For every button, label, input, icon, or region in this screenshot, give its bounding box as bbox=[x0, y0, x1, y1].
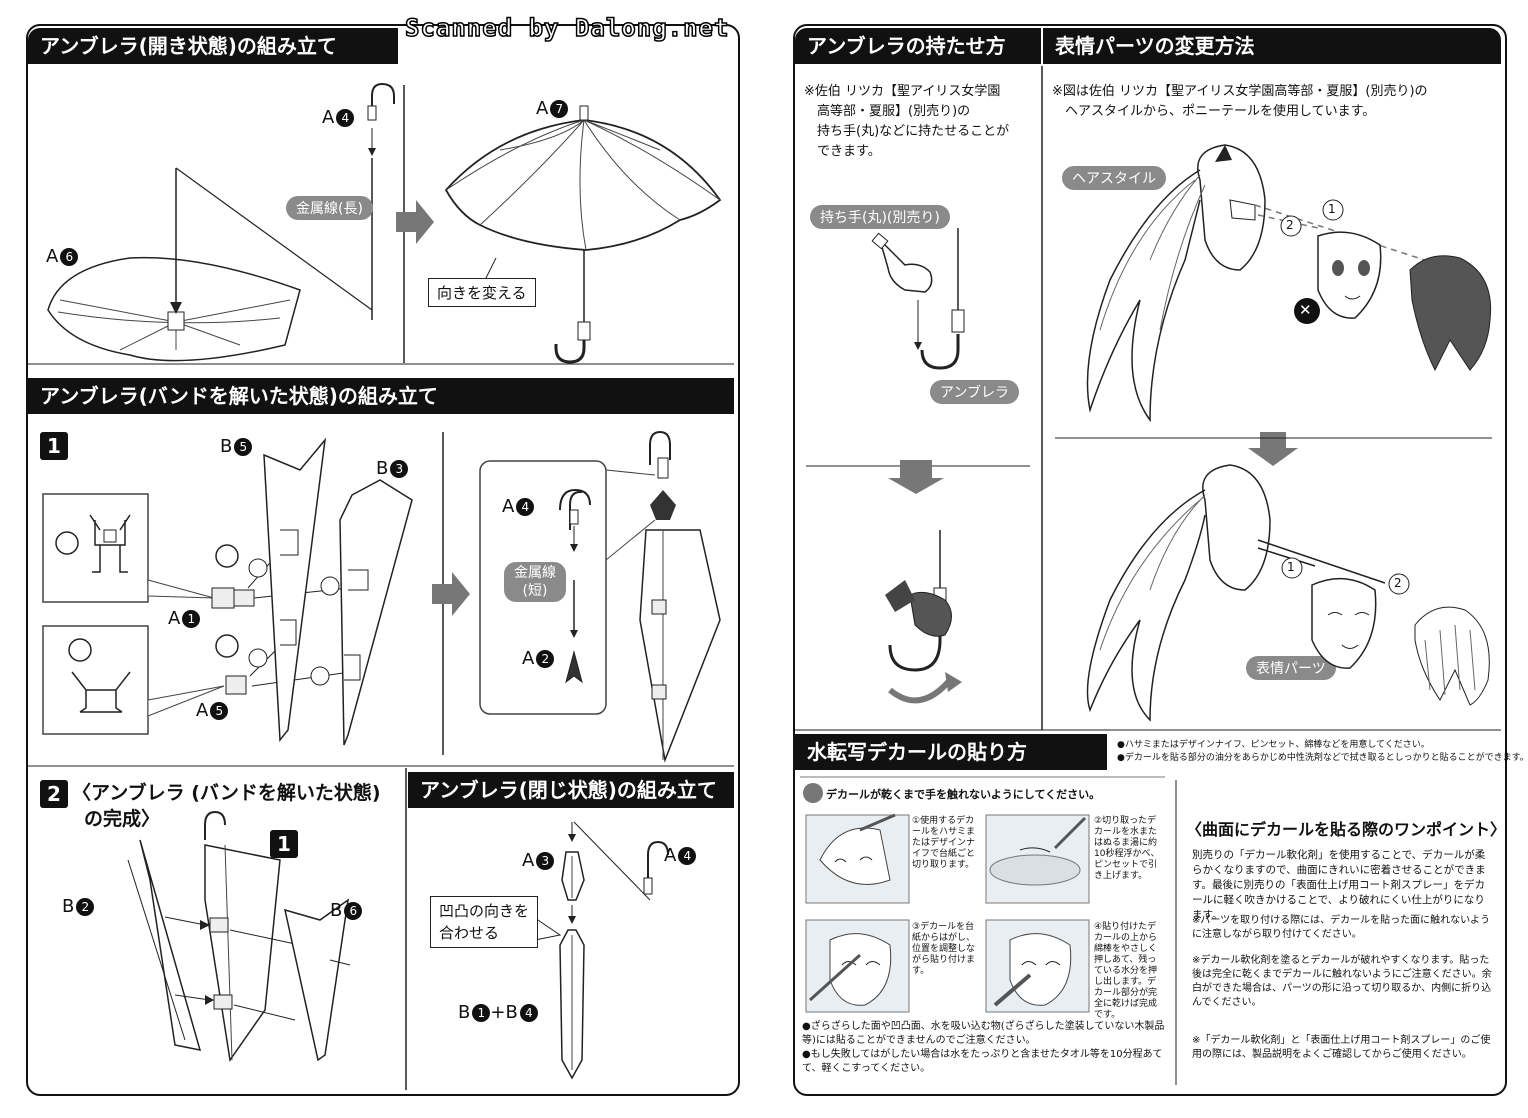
part-a3-number: 3 bbox=[536, 852, 555, 870]
header-umbrella-closed: アンブレラ(閉じ状態)の組み立て bbox=[408, 772, 734, 808]
part-b3-number: 3 bbox=[390, 460, 409, 478]
part-b2-letter: B bbox=[62, 896, 75, 917]
decal-footnote-2: ●もし失敗してはがしたい場合は水をたっぷりと含ませたタオル等を10分程あてて、軽… bbox=[802, 1049, 1163, 1074]
decal-tip-note-1: ※パーツを取り付ける際には、デカールを貼った面に触れないように注意しながら取り付… bbox=[1192, 915, 1490, 940]
decal-tip-title: 〈曲面にデカールを貼る際のワンポイント〉 bbox=[1186, 820, 1507, 839]
header-decal: 水転写デカールの貼り方 bbox=[795, 734, 1107, 770]
part-a6-letter: A bbox=[46, 246, 59, 267]
part-b6-number: 6 bbox=[344, 902, 363, 920]
header-umbrella-band: アンブレラ(バンドを解いた状態)の組み立て bbox=[28, 378, 734, 414]
expression-parts-label: 表情パーツ bbox=[1246, 656, 1336, 680]
complete-title-line2: の完成〉 bbox=[84, 808, 161, 830]
step-2-marker-bottom: 2 bbox=[1394, 576, 1402, 590]
decal-bullet-1: ●ハサミまたはデザインナイフ、ピンセット、綿棒などを用意してください。 bbox=[1117, 740, 1430, 750]
part-a4-box-number: 4 bbox=[516, 498, 535, 516]
part-a4-closed-number: 4 bbox=[678, 847, 697, 865]
decal-step-3: ③デカールを台紙からはがし、位置を調整しながら貼り付けます。 bbox=[912, 922, 976, 976]
part-a7-letter: A bbox=[536, 98, 549, 119]
part-a2-number: 2 bbox=[536, 650, 555, 668]
header-hold-umbrella: アンブレラの持たせ方 bbox=[795, 28, 1041, 64]
direction-note: 向きを変える bbox=[428, 278, 536, 307]
face-note: ※図は佐伯 リツカ【聖アイリス女学園高等部・夏服】(別売り)の ヘアスタイルから… bbox=[1052, 84, 1428, 119]
part-a1-number: 1 bbox=[182, 610, 201, 628]
combo-b-letter: B bbox=[458, 1002, 471, 1023]
complete-title-line1: 〈アンブレラ (バンドを解いた状態) bbox=[72, 782, 381, 804]
step-2-badge: 2 bbox=[40, 780, 68, 808]
part-a4-letter: A bbox=[322, 107, 335, 128]
part-a5-letter: A bbox=[196, 700, 209, 721]
wire-long-label: 金属線(長) bbox=[286, 196, 373, 220]
step-1-marker-bottom: 1 bbox=[1287, 560, 1295, 574]
part-a3-letter: A bbox=[522, 850, 535, 871]
decal-tip-note-2: ※デカール軟化剤を塗るとデカールが破れやすくなります。貼った後は完全に乾くまでデ… bbox=[1192, 955, 1492, 1008]
ref-step-1-badge: 1 bbox=[270, 830, 298, 858]
watermark: Scanned by Dalong.net bbox=[404, 13, 730, 43]
part-a6-number: 6 bbox=[60, 248, 79, 266]
hair-style-label: ヘアスタイル bbox=[1062, 166, 1166, 190]
part-a4-number: 4 bbox=[336, 109, 355, 127]
step-1-badge: 1 bbox=[40, 432, 68, 460]
part-a2-letter: A bbox=[522, 648, 535, 669]
part-b2-number: 2 bbox=[76, 898, 95, 916]
combo-plus: + bbox=[490, 1002, 506, 1023]
decal-warning: デカールが乾くまで手を触れないようにしてください。 bbox=[826, 788, 1101, 801]
decal-bullet-2: ●デカールを貼る部分の油分をあらかじめ中性洗剤などで拭き取るとしっかりと貼ること… bbox=[1117, 753, 1528, 763]
decal-step-2: ②切り取ったデカールを水またはぬるま湯に約10秒程浮かべ、ピンセットで引き上げま… bbox=[1094, 816, 1160, 881]
header-face-change: 表情パーツの変更方法 bbox=[1043, 28, 1501, 64]
wire-short-label: 金属線 (短) bbox=[504, 562, 566, 602]
part-a5-number: 5 bbox=[210, 702, 229, 720]
part-a4-closed-letter: A bbox=[664, 845, 677, 866]
decal-step-1: ①使用するデカールをハサミまたはデザインナイフで台紙ごと切り取ります。 bbox=[912, 816, 976, 870]
combo-number-4: 4 bbox=[519, 1004, 538, 1022]
decal-footnote-1: ●ざらざらした面や凹凸面、水を吸い込む物(ざらざらした塗装していない木製品等)に… bbox=[802, 1021, 1165, 1046]
part-b6-letter: B bbox=[330, 900, 343, 921]
x-icon: ✕ bbox=[1299, 301, 1312, 319]
umbrella-label: アンブレラ bbox=[930, 380, 1020, 404]
right-page-frame bbox=[793, 24, 1507, 1096]
hold-note: ※佐伯 リツカ【聖アイリス女学園 高等部・夏服】(別売り)の 持ち手(丸)などに… bbox=[804, 84, 1010, 159]
decal-step-4: ④貼り付けたデカールの上から綿棒をやさしく押しあて、残っている水分を押し出します… bbox=[1094, 922, 1158, 1020]
part-a4-box-letter: A bbox=[502, 496, 515, 517]
decal-tip-note-3: ※「デカール軟化剤」と「表面仕上げ用コート剤スプレー」のご使用の際には、製品説明… bbox=[1192, 1035, 1491, 1060]
combo-b2-letter: B bbox=[505, 1002, 518, 1023]
part-b3-letter: B bbox=[376, 458, 389, 479]
part-a7-number: 7 bbox=[550, 100, 569, 118]
decal-tip-body: 別売りの「デカール軟化剤」を使用することで、デカールが柔らかくなりますので、曲面… bbox=[1192, 849, 1486, 921]
step-1-marker-top: 1 bbox=[1328, 202, 1336, 216]
hand-label: 持ち手(丸)(別売り) bbox=[810, 205, 950, 229]
part-b5-letter: B bbox=[220, 436, 233, 457]
part-a1-letter: A bbox=[168, 608, 181, 629]
header-umbrella-open: アンブレラ(開き状態)の組み立て bbox=[28, 28, 398, 64]
combo-number-1: 1 bbox=[472, 1004, 491, 1022]
align-note: 凹凸の向きを 合わせる bbox=[430, 896, 539, 948]
left-page-frame bbox=[26, 24, 740, 1096]
step-2-marker-top: 2 bbox=[1286, 218, 1294, 232]
part-b5-number: 5 bbox=[234, 438, 253, 456]
